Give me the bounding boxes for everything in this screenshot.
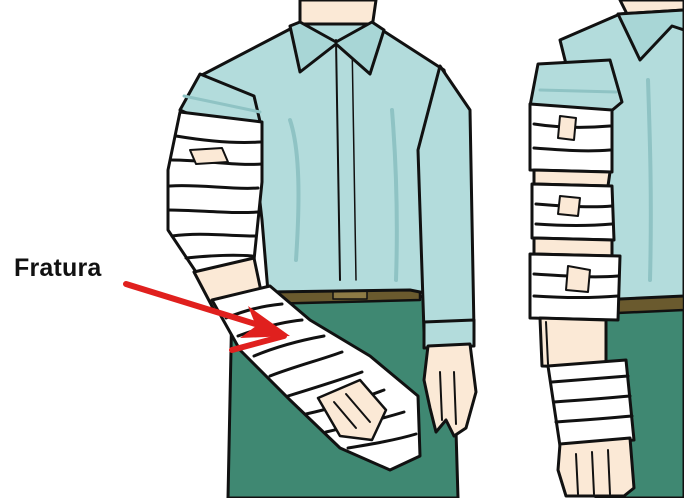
fracture-label: Fratura: [14, 256, 102, 281]
right-figure: [530, 0, 684, 498]
left-hand: [558, 438, 634, 496]
left-figure: [168, 0, 476, 498]
